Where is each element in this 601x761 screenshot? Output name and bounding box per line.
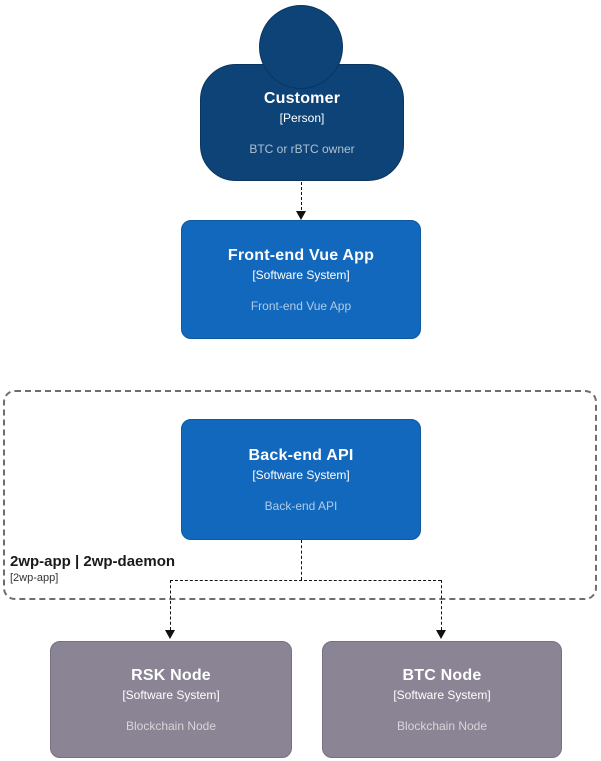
node-type-label: [Software System] bbox=[393, 687, 491, 702]
node-title: Front-end Vue App bbox=[227, 246, 375, 264]
edge-backend-stem bbox=[301, 540, 302, 580]
node-type-label: [Software System] bbox=[252, 267, 350, 282]
boundary-title: 2wp-app | 2wp-daemon bbox=[10, 553, 176, 570]
frontend-system-node: Front-end Vue App [Software System] Fron… bbox=[181, 220, 421, 339]
backend-system-node: Back-end API [Software System] Back-end … bbox=[181, 419, 421, 540]
node-title: BTC Node bbox=[402, 666, 482, 684]
btc-node: BTC Node [Software System] Blockchain No… bbox=[322, 641, 562, 758]
rsk-node: RSK Node [Software System] Blockchain No… bbox=[50, 641, 292, 758]
person-head-icon bbox=[259, 5, 343, 89]
node-type-label: [Software System] bbox=[252, 467, 350, 482]
node-title: Customer bbox=[263, 89, 341, 107]
edge-customer-frontend bbox=[301, 182, 302, 210]
node-description: Front-end Vue App bbox=[250, 298, 352, 313]
arrowhead-down-icon bbox=[436, 630, 446, 639]
edge-backend-btc bbox=[441, 580, 442, 630]
arrowhead-down-icon bbox=[165, 630, 175, 639]
node-description: Blockchain Node bbox=[125, 718, 217, 733]
system-boundary bbox=[3, 390, 597, 600]
node-type-label: [Person] bbox=[279, 110, 325, 125]
edge-branch-horizontal bbox=[170, 580, 441, 581]
edge-backend-rsk bbox=[170, 580, 171, 630]
node-type-label: [Software System] bbox=[122, 687, 220, 702]
boundary-label: 2wp-app | 2wp-daemon [2wp-app] bbox=[10, 553, 175, 584]
node-description: Blockchain Node bbox=[396, 718, 488, 733]
node-title: RSK Node bbox=[131, 666, 211, 684]
arrowhead-down-icon bbox=[296, 211, 306, 220]
node-description: BTC or rBTC owner bbox=[249, 141, 355, 156]
node-description: Back-end API bbox=[264, 498, 338, 513]
boundary-type-label: [2wp-app] bbox=[10, 572, 59, 584]
node-title: Back-end API bbox=[248, 446, 354, 464]
